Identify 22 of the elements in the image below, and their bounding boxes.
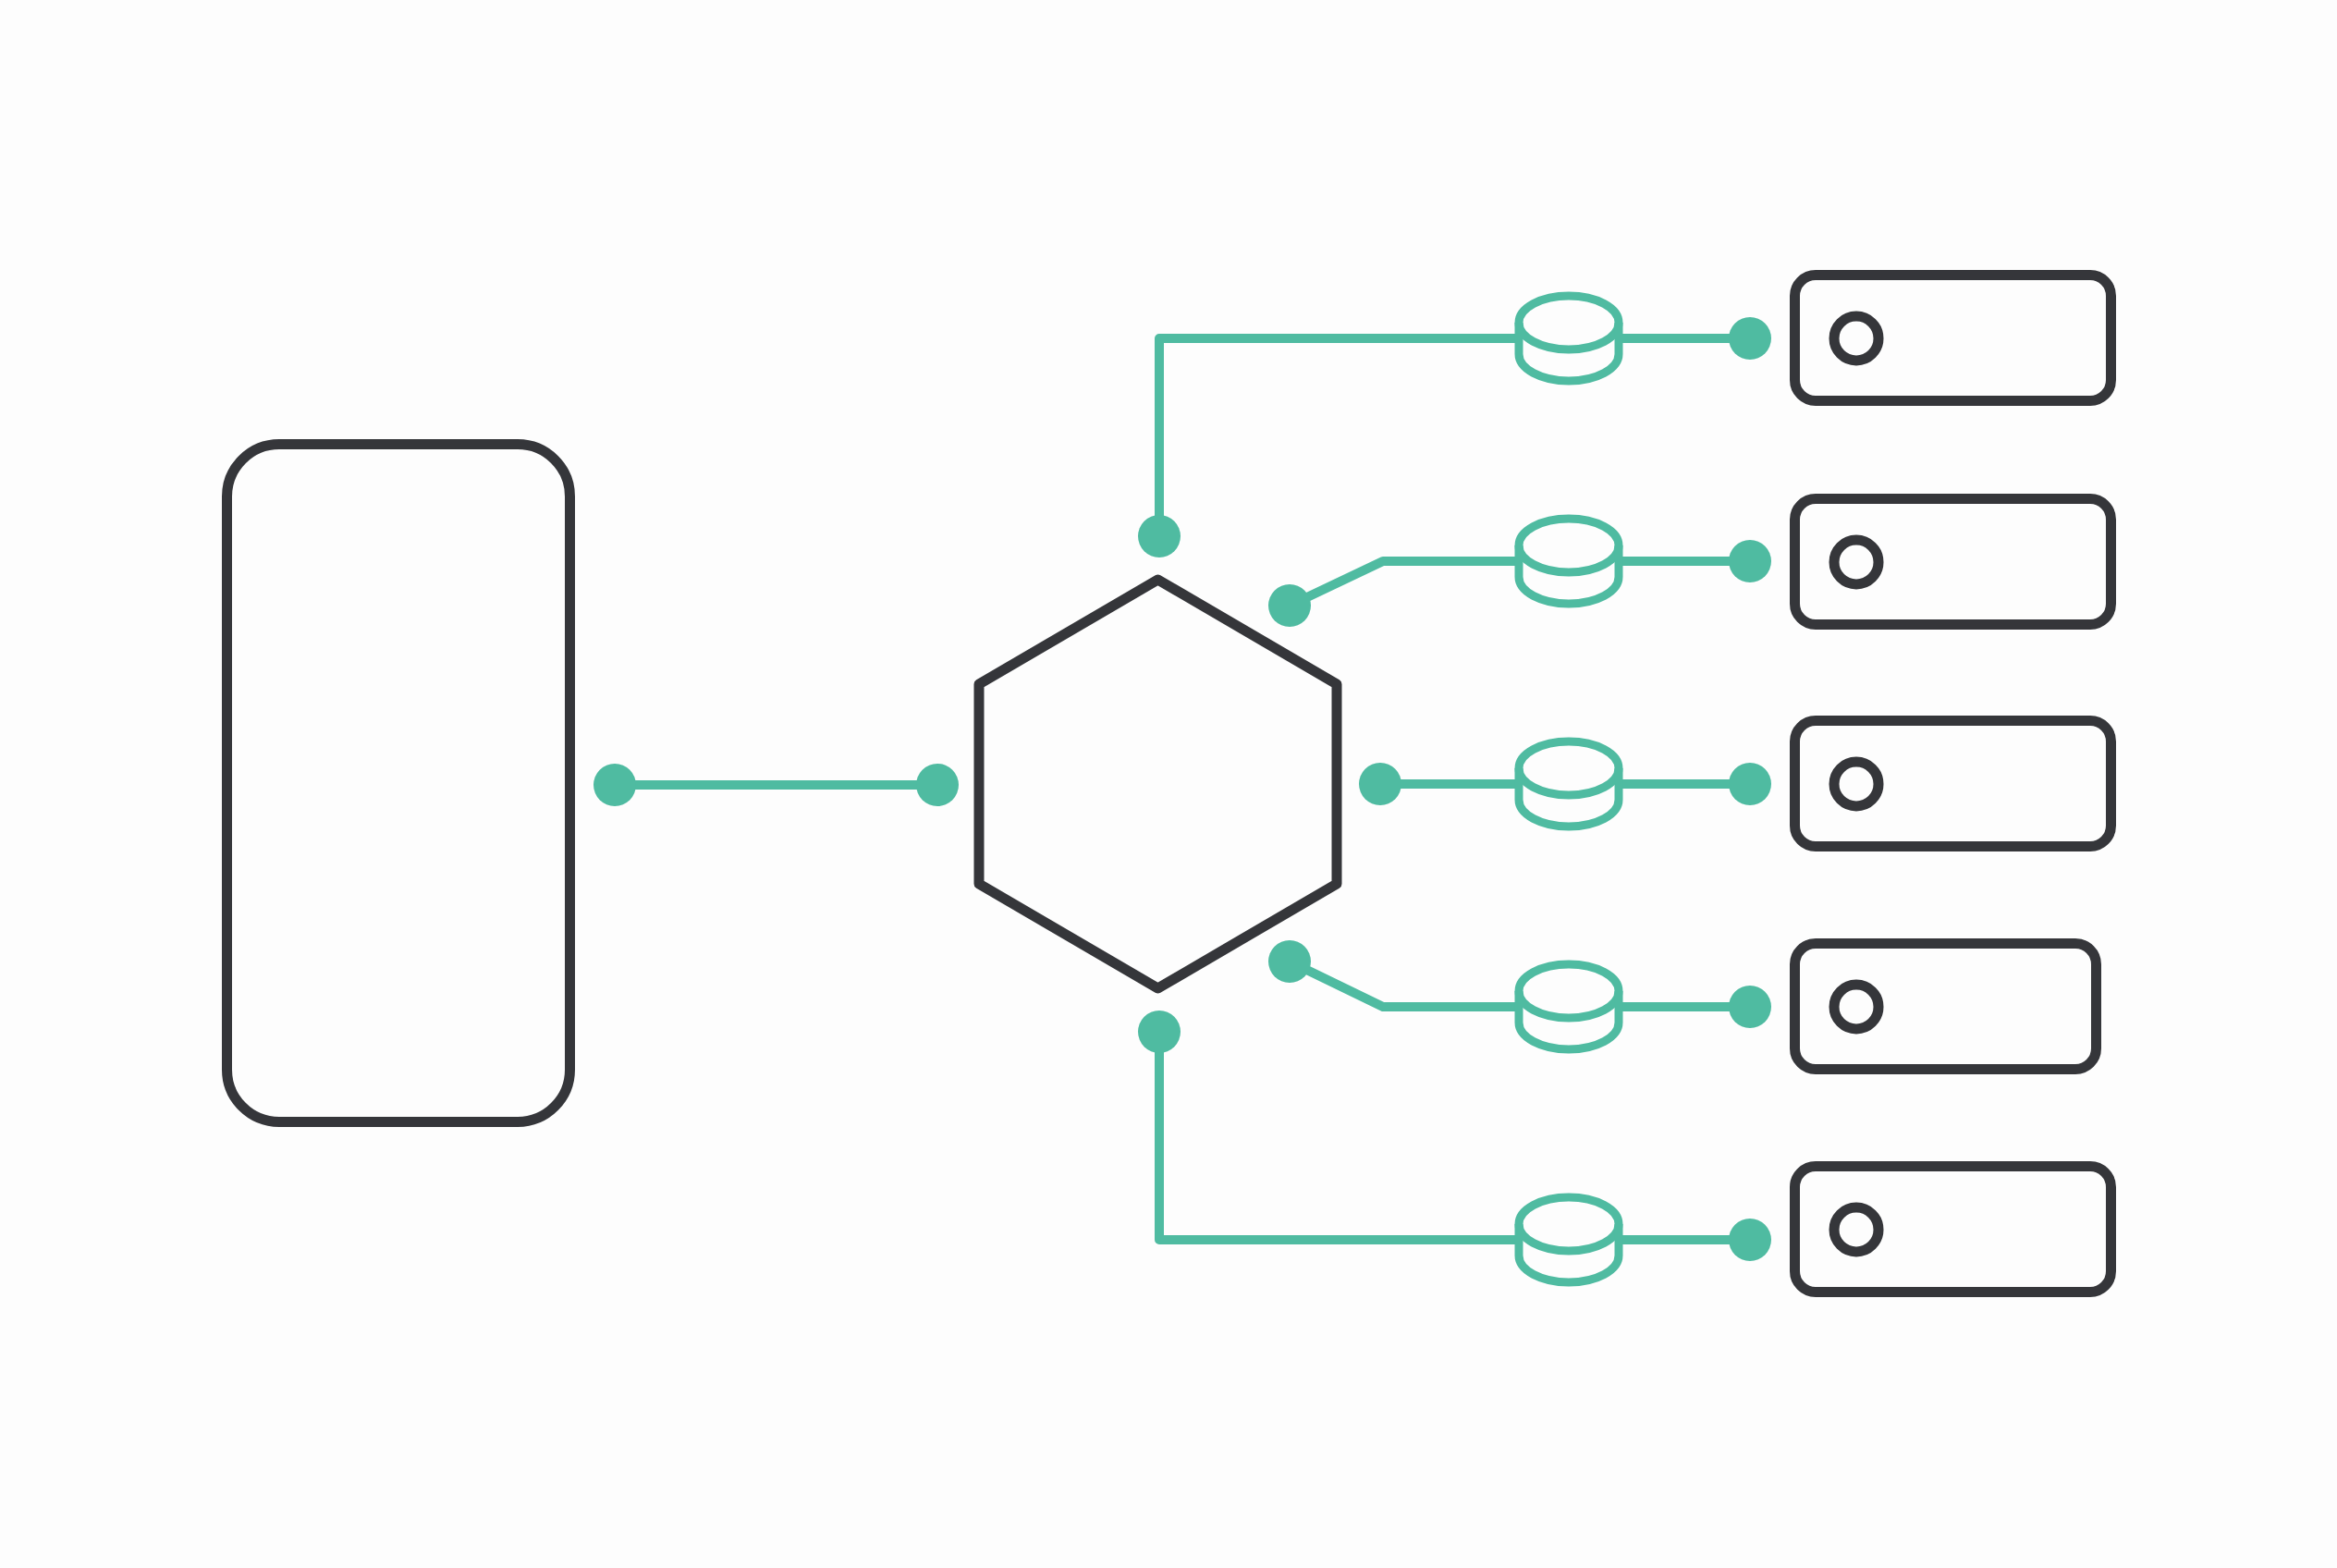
connector-line [1268, 557, 1515, 627]
connector-line [1622, 986, 1771, 1028]
connector-line [1138, 1011, 1515, 1244]
connector-line [1622, 540, 1771, 582]
wide-rounded-panel [1790, 1161, 2116, 1297]
connector-line [1622, 317, 1771, 360]
connector-line [1622, 1219, 1771, 1261]
connector-line [593, 764, 959, 806]
cylinder-symbol [1515, 1192, 1622, 1288]
tall-rounded-panel [222, 439, 575, 1127]
cylinder-symbol [1515, 513, 1622, 609]
connector-line [1622, 763, 1771, 805]
wide-rounded-panel [1790, 938, 2101, 1074]
connector-line [1268, 940, 1515, 1011]
wide-rounded-panel [1790, 270, 2116, 406]
cylinder-symbol [1515, 290, 1622, 386]
cylinder-symbol [1515, 736, 1622, 832]
wide-rounded-panel [1790, 716, 2116, 851]
wide-rounded-panel [1790, 494, 2116, 630]
connector-line [1359, 763, 1515, 805]
cylinder-symbol [1515, 959, 1622, 1055]
connector-line [1138, 334, 1515, 557]
